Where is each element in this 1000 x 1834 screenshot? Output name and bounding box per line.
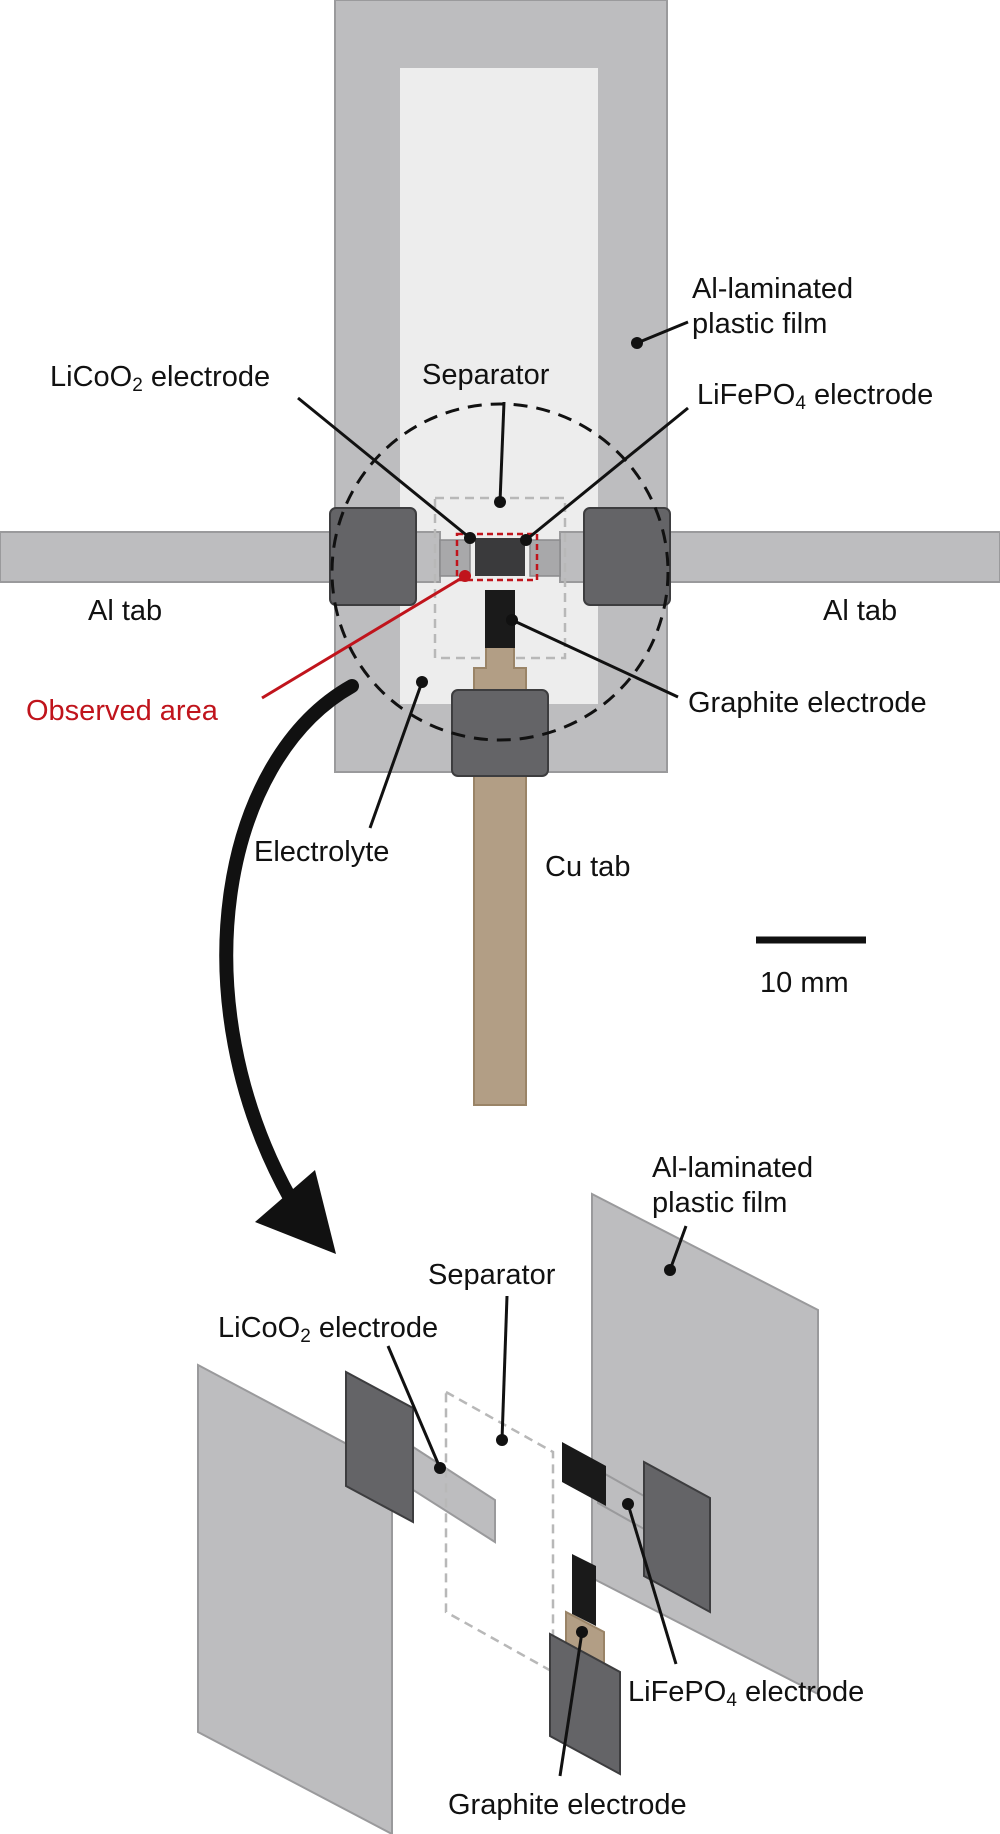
exp-licoo2-label: LiCoO2 electrode — [218, 1312, 438, 1347]
exp-film-label-line1: Al-laminated — [652, 1152, 813, 1184]
leader-dot-exp-graphite — [576, 1626, 588, 1638]
leader-electrolyte — [368, 681, 424, 829]
tab-holder-right — [583, 507, 671, 606]
leader-dot-exp-lifepo4 — [622, 1498, 634, 1510]
top-electrode-center — [475, 538, 525, 576]
scale-bar-label: 10 mm — [760, 967, 849, 999]
tab-holder-left — [329, 507, 417, 606]
top-licoo2-label: LiCoO2 electrode — [50, 361, 270, 396]
top-lifepo4-strip — [529, 539, 561, 577]
exp-film-label-line2: plastic film — [652, 1187, 787, 1219]
top-graphite-label: Graphite electrode — [688, 687, 927, 719]
exploded-view: Al-laminated plastic film Separator LiCo… — [197, 1152, 864, 1834]
leader-dot-top-graphite — [506, 614, 518, 626]
exploded-separator — [444, 1389, 555, 1675]
zoom-circle — [330, 402, 670, 742]
top-view: Al-laminated plastic film LiCoO2 electro… — [0, 0, 1000, 1106]
leader-dot-exp-film — [664, 1264, 676, 1276]
observed-area-box — [455, 532, 539, 582]
zoom-arrow-curve — [219, 679, 359, 1205]
leader-dot-observed-area — [459, 570, 471, 582]
leader-dot-electrolyte — [416, 676, 428, 688]
top-film-label-line2: plastic film — [692, 308, 827, 340]
leader-observed-area — [261, 574, 466, 700]
leader-exp-graphite — [558, 1631, 584, 1777]
top-cu-tab — [473, 764, 527, 1106]
zoom-arrow-head — [255, 1170, 336, 1254]
zoom-arrow — [219, 679, 359, 1254]
exploded-lifepo4-electrode — [562, 1442, 606, 1506]
leader-dot-top-separator — [494, 496, 506, 508]
leader-top-licoo2 — [297, 396, 471, 540]
al-tab-left-label: Al tab — [88, 595, 162, 627]
leader-exp-film — [668, 1225, 688, 1271]
top-lifepo4-label: LiFePO4 electrode — [697, 379, 933, 414]
tab-holder-bottom — [451, 689, 549, 777]
exp-lifepo4-label: LiFePO4 electrode — [628, 1676, 864, 1711]
leader-exp-separator — [500, 1295, 509, 1441]
al-tab-right-label: Al tab — [823, 595, 897, 627]
leader-exp-lifepo4 — [626, 1503, 678, 1665]
exp-separator-label: Separator — [428, 1259, 556, 1291]
leader-top-separator — [498, 401, 506, 503]
leader-dot-exp-licoo2 — [434, 1462, 446, 1474]
electrolyte-label: Electrolyte — [254, 836, 389, 868]
exploded-graphite-electrode — [572, 1554, 596, 1626]
exploded-licoo2-holder — [345, 1370, 414, 1524]
exploded-licoo2-strip — [409, 1443, 496, 1544]
exploded-graphite-holder — [549, 1632, 621, 1776]
exploded-film-left — [197, 1363, 393, 1834]
leader-dot-top-lifepo4 — [520, 534, 532, 546]
leader-dot-exp-separator — [496, 1434, 508, 1446]
top-separator-label: Separator — [422, 359, 550, 391]
leader-dot-top-film — [631, 337, 643, 349]
top-film-label-line1: Al-laminated — [692, 273, 853, 305]
exploded-lifepo4-holder — [643, 1460, 711, 1614]
leader-top-graphite — [511, 618, 679, 699]
cu-tab-label: Cu tab — [545, 851, 630, 883]
leader-top-film — [636, 320, 689, 345]
leader-top-lifepo4 — [525, 406, 689, 542]
exp-graphite-label: Graphite electrode — [448, 1789, 687, 1821]
leader-dot-top-licoo2 — [464, 532, 476, 544]
observed-area-label: Observed area — [26, 695, 219, 727]
exploded-film-right — [591, 1192, 819, 1696]
leader-exp-licoo2 — [386, 1345, 442, 1469]
